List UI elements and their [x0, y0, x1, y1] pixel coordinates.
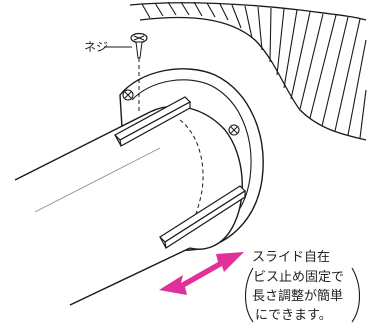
pipe-top-edge [14, 111, 151, 181]
wall-outer-edge [129, 2, 367, 21]
rail-bottom [159, 185, 246, 249]
wall-hatching [141, 1, 367, 139]
screw-label: ネジ [84, 40, 108, 54]
pipe-body [15, 106, 243, 305]
note-line-3: 長さ調整が簡単 [252, 288, 343, 304]
rail-top [114, 96, 191, 147]
pipe [14, 96, 246, 306]
note-line-2: ビス止め固定で [253, 270, 344, 285]
pipe-shading [34, 147, 161, 213]
note-line-4: にできます。 [255, 308, 332, 323]
screw-shank [135, 41, 143, 59]
note-line-1: スライド自在 [252, 250, 330, 265]
screw: ネジ [84, 32, 148, 112]
wall-inner-edge [139, 16, 367, 141]
flange-screw-right [228, 124, 240, 136]
note-bracket-left [244, 267, 254, 323]
pipe-bottom-edge [69, 247, 191, 306]
slide-arrow-icon [159, 252, 244, 295]
note: スライド自在 ビス止め固定で 長さ調整が簡単 にできます。 [244, 250, 361, 323]
note-bracket-right [351, 267, 361, 323]
wall [129, 1, 367, 141]
flange-screw-top-left [122, 89, 134, 101]
slide-arrow [159, 252, 244, 295]
